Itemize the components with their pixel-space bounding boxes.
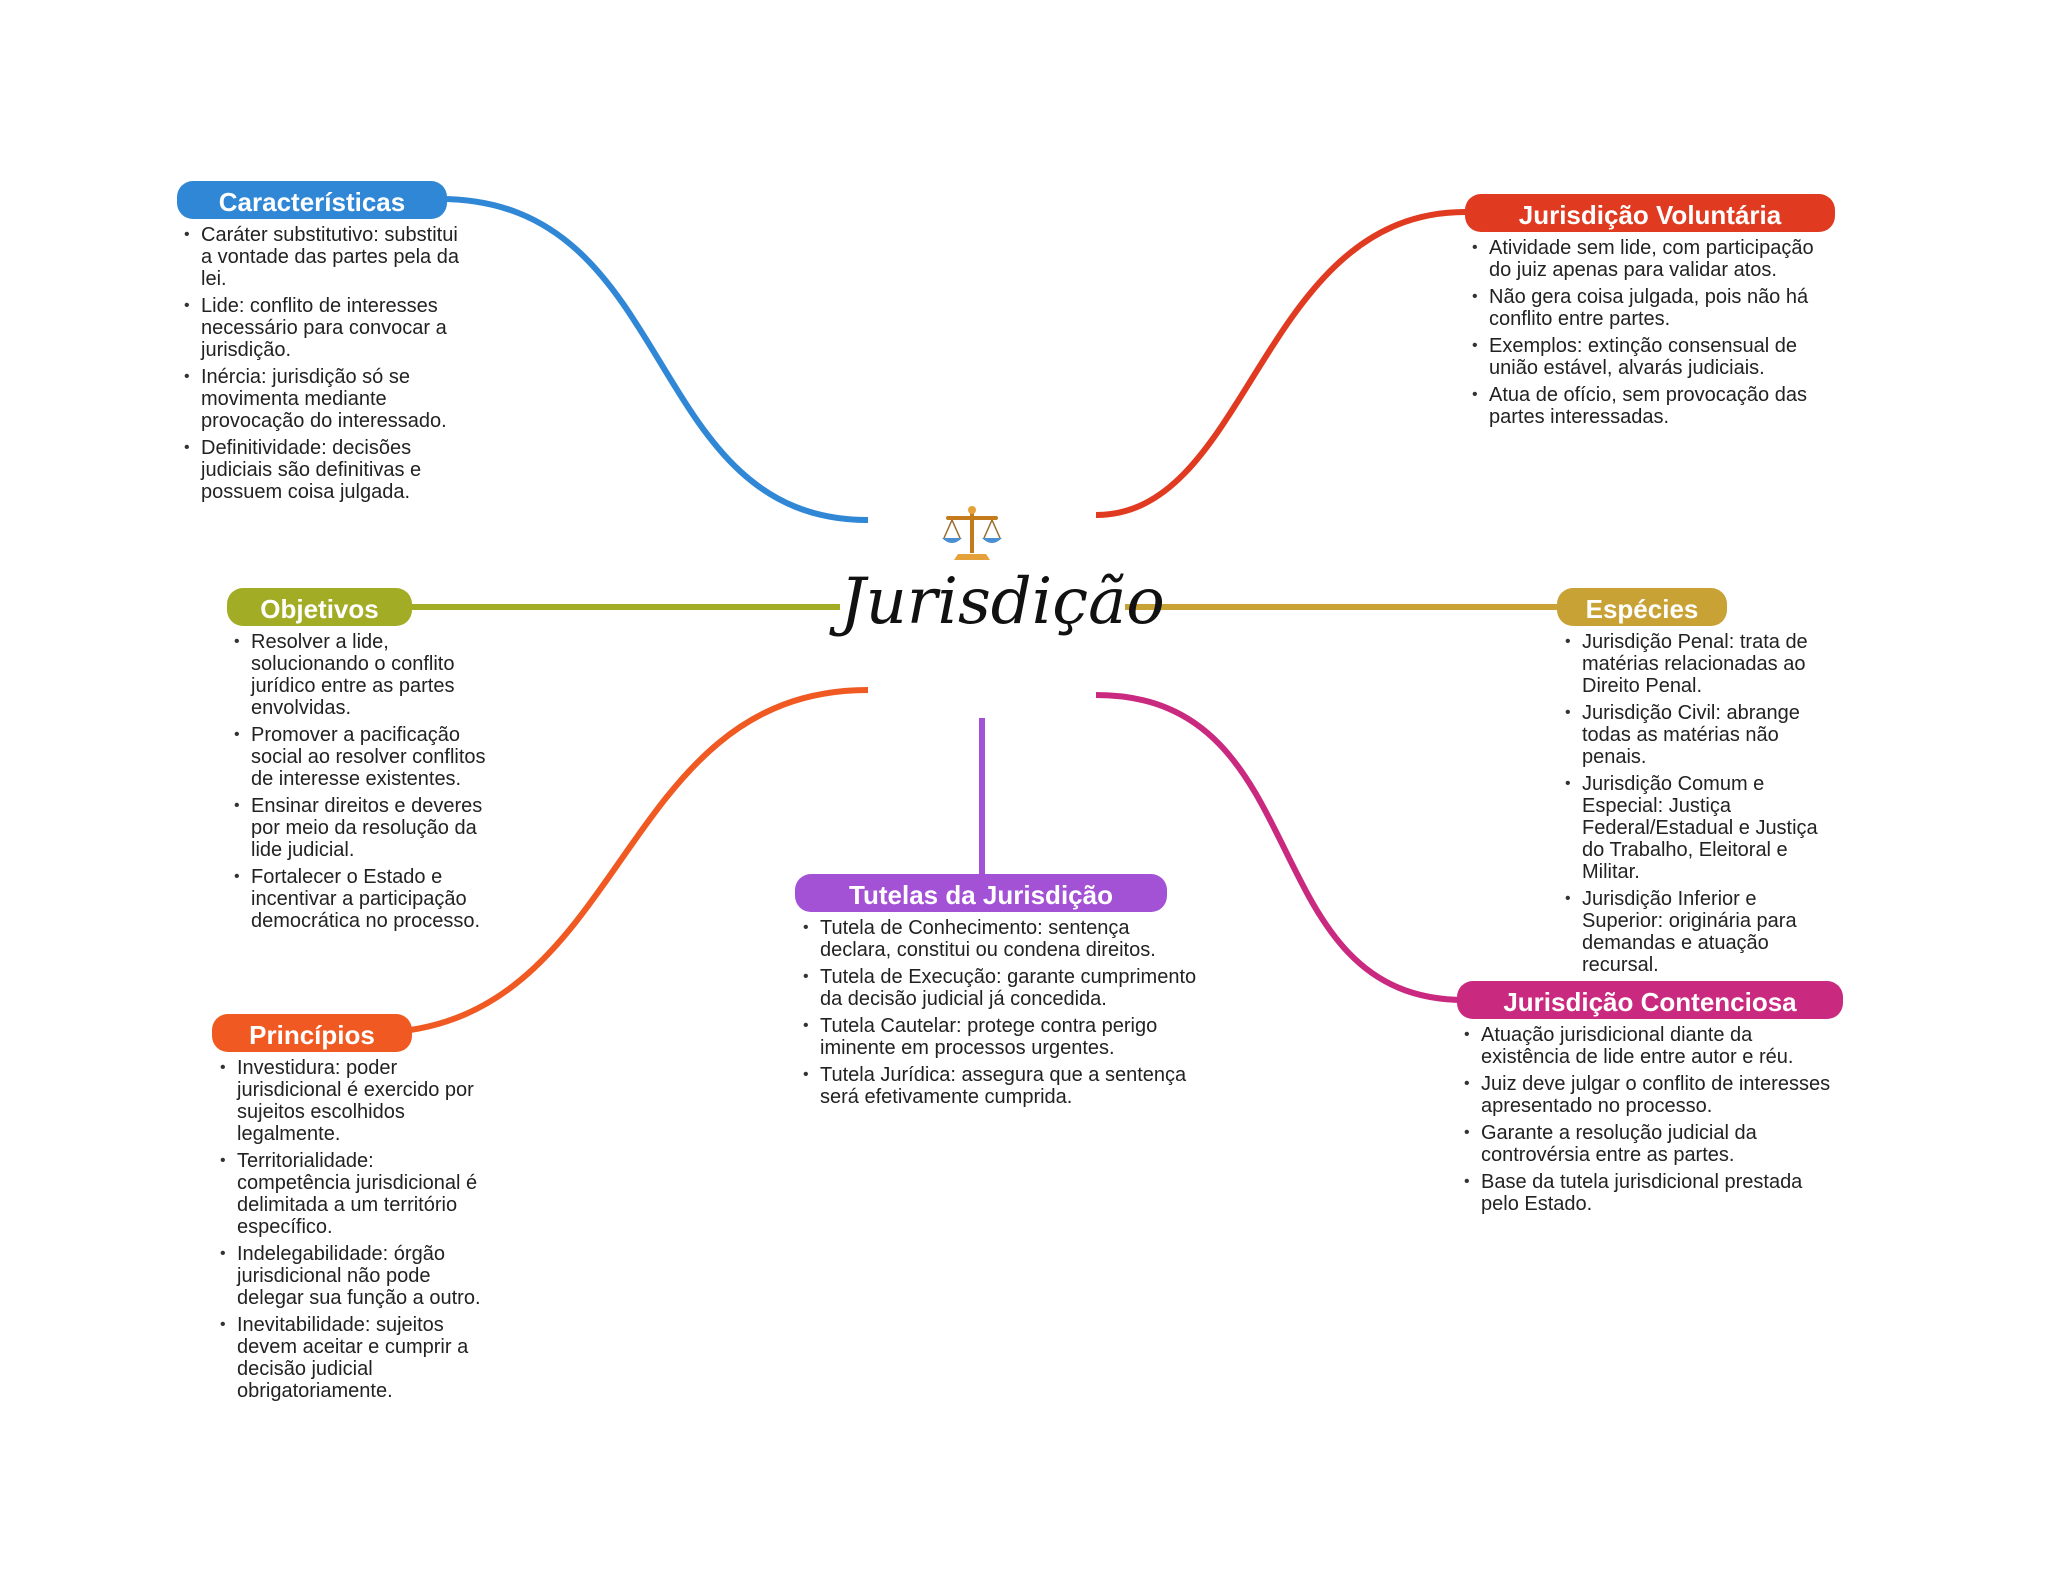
note-item: Base da tutela jurisdicional prestada pe…: [1464, 1171, 1841, 1215]
notes-caracteristicas: Caráter substitutivo: substitui a vontad…: [177, 224, 471, 508]
note-item: Inevitabilidade: sujeitos devem aceitar …: [220, 1314, 487, 1402]
connector-contenciosa: [1095, 692, 1466, 1003]
note-item: Jurisdição Inferior e Superior: originár…: [1565, 888, 1822, 976]
note-item: Atuação jurisdicional diante da existênc…: [1464, 1024, 1841, 1068]
notes-objetivos: Resolver a lide, solucionando o conflito…: [227, 631, 486, 937]
note-item: Tutela de Execução: garante cumprimento …: [803, 966, 1200, 1010]
note-item: Juiz deve julgar o conflito de interesse…: [1464, 1073, 1841, 1117]
branch-principios[interactable]: Princípios: [212, 1014, 412, 1052]
note-item: Atividade sem lide, com participação do …: [1472, 237, 1834, 281]
note-item: Promover a pacificação social ao resolve…: [234, 724, 486, 790]
note-item: Tutela Cautelar: protege contra perigo i…: [803, 1015, 1200, 1059]
note-item: Fortalecer o Estado e incentivar a parti…: [234, 866, 486, 932]
notes-principios: Investidura: poder jurisdicional é exerc…: [213, 1057, 487, 1407]
branch-caracteristicas[interactable]: Características: [177, 181, 447, 219]
note-item: Tutela Jurídica: assegura que a sentença…: [803, 1064, 1200, 1108]
note-item: Inércia: jurisdição só se movimenta medi…: [184, 366, 471, 432]
note-item: Exemplos: extinção consensual de união e…: [1472, 335, 1834, 379]
notes-jurisdicao-voluntaria: Atividade sem lide, com participação do …: [1465, 237, 1834, 433]
note-item: Indelegabilidade: órgão jurisdicional nã…: [220, 1243, 487, 1309]
branch-jurisdicao-contenciosa[interactable]: Jurisdição Contenciosa: [1457, 981, 1843, 1019]
branch-jurisdicao-voluntaria[interactable]: Jurisdição Voluntária: [1465, 194, 1835, 232]
note-item: Investidura: poder jurisdicional é exerc…: [220, 1057, 487, 1145]
notes-tutelas: Tutela de Conhecimento: sentença declara…: [796, 917, 1200, 1113]
notes-especies: Jurisdição Penal: trata de matérias rela…: [1558, 631, 1822, 981]
branch-especies[interactable]: Espécies: [1557, 588, 1727, 626]
note-item: Jurisdição Civil: abrange todas as matér…: [1565, 702, 1822, 768]
note-item: Ensinar direitos e deveres por meio da r…: [234, 795, 486, 861]
note-item: Jurisdição Penal: trata de matérias rela…: [1565, 631, 1822, 697]
notes-jurisdicao-contenciosa: Atuação jurisdicional diante da existênc…: [1457, 1024, 1841, 1220]
note-item: Territorialidade: competência jurisdicio…: [220, 1150, 487, 1238]
note-item: Garante a resolução judicial da contrové…: [1464, 1122, 1841, 1166]
note-item: Atua de ofício, sem provocação das parte…: [1472, 384, 1834, 428]
connector-voluntaria: [1095, 209, 1466, 518]
branch-tutelas[interactable]: Tutelas da Jurisdição: [795, 874, 1167, 912]
note-item: Caráter substitutivo: substitui a vontad…: [184, 224, 471, 290]
central-topic[interactable]: Jurisdição: [840, 565, 1165, 639]
note-item: Jurisdição Comum e Especial: Justiça Fed…: [1565, 773, 1822, 883]
note-item: Resolver a lide, solucionando o conflito…: [234, 631, 486, 719]
note-item: Lide: conflito de interesses necessário …: [184, 295, 471, 361]
scales-of-justice-icon: [942, 506, 1002, 560]
connector-caracteristicas: [439, 196, 869, 523]
connector-principios: [369, 687, 869, 1036]
branch-objetivos[interactable]: Objetivos: [227, 588, 412, 626]
note-item: Definitividade: decisões judiciais são d…: [184, 437, 471, 503]
note-item: Tutela de Conhecimento: sentença declara…: [803, 917, 1200, 961]
note-item: Não gera coisa julgada, pois não há conf…: [1472, 286, 1834, 330]
